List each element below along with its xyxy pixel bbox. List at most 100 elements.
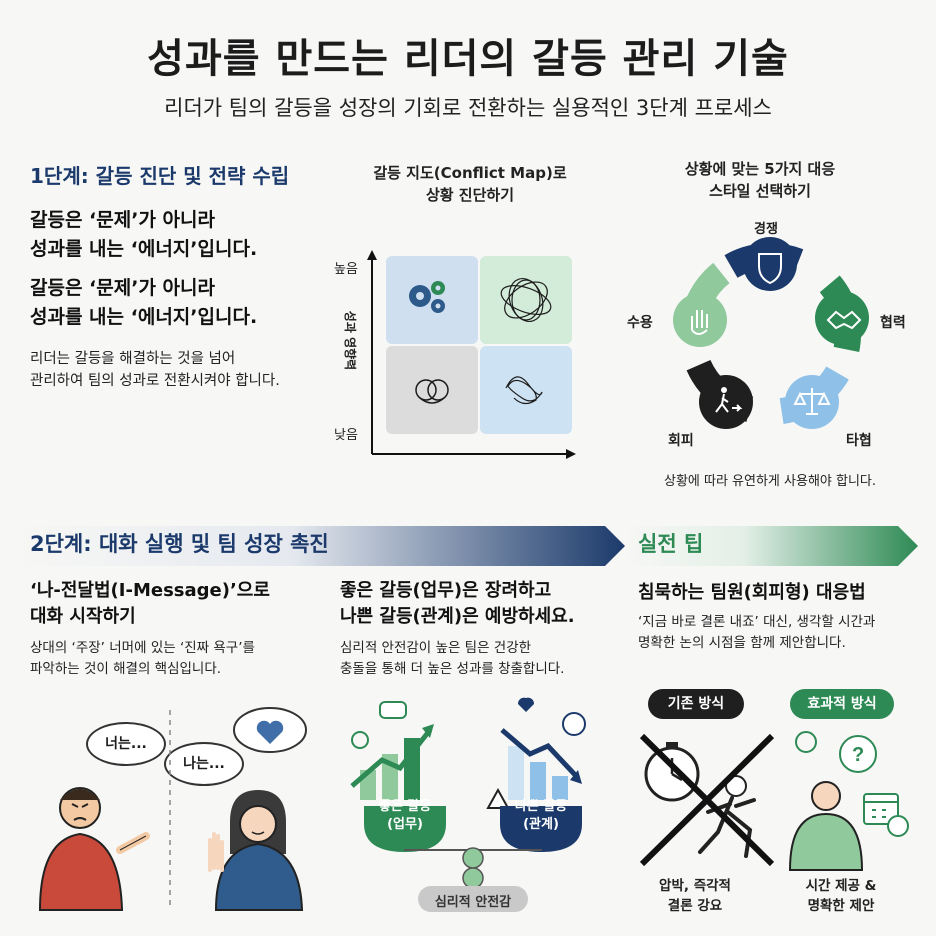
stage2-heading: 2단계: 대화 실행 및 팀 성장 촉진 bbox=[30, 532, 329, 556]
clock-icon bbox=[887, 815, 909, 837]
walking-away-icon bbox=[699, 375, 753, 429]
lightbulb-icon bbox=[795, 731, 817, 753]
styles-note: 상황에 따라 유연하게 사용해야 합니다. bbox=[663, 474, 877, 489]
imsg-title-line2: 대화 시작하기 bbox=[30, 606, 136, 627]
x-mark bbox=[639, 733, 775, 867]
bad-conflict-pan bbox=[500, 806, 582, 852]
question-bubble-icon bbox=[839, 735, 877, 773]
shield-icon bbox=[743, 237, 797, 291]
good-conflict-title-line1: 좋은 갈등(업무)은 장려하고 bbox=[340, 580, 552, 601]
styles-caption: 상황에 맞는 5가지 대응 스타일 선택하기 bbox=[640, 158, 880, 202]
stage1-message-1-line1: 갈등은 ‘문제’가 아니라 bbox=[30, 209, 215, 231]
stage1-body-line2: 관리하여 팀의 성과로 전환시켜야 합니다. bbox=[30, 373, 280, 389]
new-way-pill: 효과적 방식 bbox=[790, 689, 894, 719]
tips-body-line1: ‘지금 바로 결론 내죠’ 대신, 생각할 시간과 bbox=[638, 614, 876, 630]
ring-segment-compromising bbox=[679, 243, 861, 425]
quadrant-chaos-high bbox=[480, 256, 572, 344]
conflict-map bbox=[367, 250, 576, 459]
y-axis-arrow bbox=[367, 250, 377, 260]
quadrant-task-high bbox=[386, 256, 478, 344]
stage1-message-1-line2: 성과를 내는 ‘에너지’입니다. bbox=[30, 238, 258, 260]
new-way-figure: ? bbox=[788, 731, 909, 871]
page-subtitle: 리더가 팀의 갈등을 성장의 기회로 전환하는 실용적인 3단계 프로세스 bbox=[164, 96, 772, 120]
scales-icon bbox=[785, 375, 839, 429]
heart-bubble-icon bbox=[233, 707, 307, 753]
style-label-avoiding: 회피 bbox=[668, 433, 694, 449]
angry-face-icon bbox=[562, 712, 586, 736]
chat-bubble-icon bbox=[379, 701, 407, 719]
angry-man-figure bbox=[38, 787, 150, 911]
good-conflict-title: 좋은 갈등(업무)은 장려하고 나쁜 갈등(관계)은 예방하세요. bbox=[340, 578, 575, 630]
ring-segment-collaborating bbox=[679, 243, 861, 425]
bad-conflict-label-line2: (관계) bbox=[523, 817, 559, 832]
team-people-icon bbox=[462, 847, 484, 869]
stage1-message-2-line2: 성과를 내는 ‘에너지’입니다. bbox=[30, 306, 258, 328]
warning-icon bbox=[486, 787, 510, 809]
stage1-message-2-line1: 갈등은 ‘문제’가 아니라 bbox=[30, 277, 215, 299]
calm-woman-figure bbox=[208, 790, 304, 911]
stage1-heading: 1단계: 갈등 진단 및 전략 수립 bbox=[30, 164, 290, 188]
speech-bubble-me: 나는... bbox=[164, 742, 244, 786]
y-axis-high-label: 높음 bbox=[334, 262, 358, 277]
balance-illustration bbox=[350, 697, 586, 912]
tips-heading: 실전 팁 bbox=[638, 532, 704, 556]
good-conflict-body-line2: 충돌을 통해 더 높은 성과를 창출합니다. bbox=[340, 661, 565, 677]
tips-banner bbox=[628, 526, 918, 566]
good-conflict-chart-icon bbox=[350, 701, 434, 800]
imessage-illustration bbox=[38, 707, 307, 911]
styles-wheel bbox=[673, 237, 869, 429]
tips-illustration: ? bbox=[639, 731, 909, 871]
bad-conflict-label-line1: 나쁜 갈등 bbox=[514, 799, 568, 814]
tips-body-line2: 명확한 논의 시점을 함께 제안합니다. bbox=[638, 635, 846, 651]
running-person-icon bbox=[698, 796, 756, 858]
conflict-map-caption: 갈등 지도(Conflict Map)로 상황 진단하기 bbox=[340, 162, 600, 206]
stage1-body-line1: 리더는 갈등을 해결하는 것을 넘어 bbox=[30, 351, 236, 367]
stage1-message-2: 갈등은 ‘문제’가 아니라 성과를 내는 ‘에너지’입니다. bbox=[30, 274, 257, 332]
old-way-caption-line1: 압박, 즉각적 bbox=[659, 878, 731, 894]
good-conflict-title-line2: 나쁜 갈등(관계)은 예방하세요. bbox=[340, 606, 575, 627]
base-pill bbox=[418, 886, 528, 912]
style-label-accommodating: 수용 bbox=[627, 315, 653, 331]
gears-icon bbox=[409, 281, 445, 313]
x-axis-arrow bbox=[566, 449, 576, 459]
page-title: 성과를 만드는 리더의 갈등 관리 기술 bbox=[147, 36, 789, 82]
imsg-body-line2: 파악하는 것이 해결의 핵심입니다. bbox=[30, 661, 222, 677]
style-label-collaborating: 협력 bbox=[880, 315, 906, 331]
new-way-caption: 시간 제공 & 명확한 제안 bbox=[786, 876, 896, 916]
stage2-banner bbox=[20, 526, 625, 566]
stage1-message-1: 갈등은 ‘문제’가 아니라 성과를 내는 ‘에너지’입니다. bbox=[30, 206, 257, 264]
conflict-map-caption-line2: 상황 진단하기 bbox=[425, 186, 515, 204]
styles-caption-line1: 상황에 맞는 5가지 대응 bbox=[684, 160, 836, 178]
new-way-caption-line2: 명확한 제안 bbox=[807, 898, 875, 914]
good-conflict-label-line1: 좋은 갈등 bbox=[378, 799, 432, 814]
handshake-icon bbox=[815, 291, 869, 345]
style-label-competing: 경쟁 bbox=[754, 222, 778, 237]
broken-heart-icon bbox=[517, 697, 535, 712]
knot-icon bbox=[415, 379, 449, 404]
imsg-body: 상대의 ‘주장’ 너머에 있는 ‘진짜 욕구’를 파악하는 것이 해결의 핵심입… bbox=[30, 638, 255, 680]
open-hand-icon bbox=[673, 293, 727, 347]
good-conflict-label-line2: (업무) bbox=[387, 817, 423, 832]
imsg-body-line1: 상대의 ‘주장’ 너머에 있는 ‘진짜 욕구’를 bbox=[30, 640, 255, 656]
imsg-title-line1: ‘나-전달법(I-Message)’으로 bbox=[30, 580, 270, 601]
svg-text:?: ? bbox=[852, 744, 864, 766]
old-way-pill: 기존 방식 bbox=[648, 689, 744, 719]
tips-title: 침묵하는 팀원(회피형) 대응법 bbox=[638, 582, 866, 603]
y-axis-low-label: 낮음 bbox=[334, 428, 358, 443]
good-conflict-body-line1: 심리적 안전감이 높은 팀은 건강한 bbox=[340, 640, 532, 656]
bad-conflict-label: 나쁜 갈등 (관계) bbox=[476, 798, 606, 834]
y-axis-title: 성과 영향력 bbox=[343, 310, 358, 370]
style-label-compromising: 타협 bbox=[846, 433, 872, 449]
good-conflict-pan bbox=[364, 806, 446, 852]
imsg-title: ‘나-전달법(I-Message)’으로 대화 시작하기 bbox=[30, 578, 270, 630]
bad-conflict-chart-icon bbox=[486, 697, 586, 809]
quadrant-tangle-low bbox=[480, 346, 572, 434]
styles-caption-line2: 스타일 선택하기 bbox=[709, 182, 811, 200]
conflict-map-caption-line1: 갈등 지도(Conflict Map)로 bbox=[373, 164, 567, 182]
stage1-body: 리더는 갈등을 해결하는 것을 넘어 관리하여 팀의 성과로 전환시켜야 합니다… bbox=[30, 348, 280, 392]
new-way-caption-line1: 시간 제공 & bbox=[805, 878, 877, 894]
old-way-caption-line2: 결론 강요 bbox=[667, 898, 723, 914]
good-conflict-body: 심리적 안전감이 높은 팀은 건강한 충돌을 통해 더 높은 성과를 창출합니다… bbox=[340, 638, 564, 680]
chaos-lines-icon bbox=[500, 278, 552, 322]
old-way-caption: 압박, 즉각적 결론 강요 bbox=[640, 876, 750, 916]
